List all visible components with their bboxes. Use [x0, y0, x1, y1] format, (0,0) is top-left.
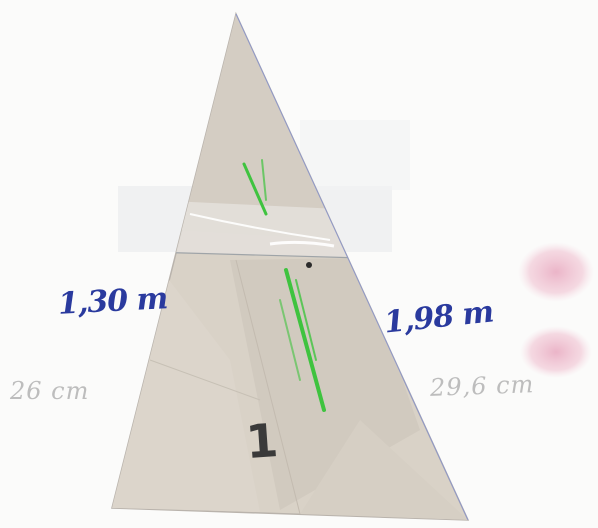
tape-strip-faint [300, 120, 410, 190]
right-edge-centimeters-label: 29,6 cm [429, 370, 535, 402]
pink-stamp-upper [518, 242, 594, 302]
tape-shine [189, 213, 331, 241]
fold-line [149, 251, 363, 259]
tape-shine-2 [269, 240, 335, 248]
dark-dot [306, 262, 312, 268]
crease-1 [235, 259, 301, 515]
crease-2 [149, 359, 261, 401]
edge-line-right [235, 13, 469, 521]
green-marker-strokes [242, 159, 326, 412]
piece-number-label: 1 [244, 412, 280, 470]
left-edge-centimeters-label: 26 cm [10, 377, 90, 405]
facet-bottom-right [300, 420, 468, 520]
facet-upper [180, 14, 340, 240]
left-edge-meters-label: 1,30 m [57, 281, 169, 322]
pink-stamp-lower [520, 326, 592, 378]
